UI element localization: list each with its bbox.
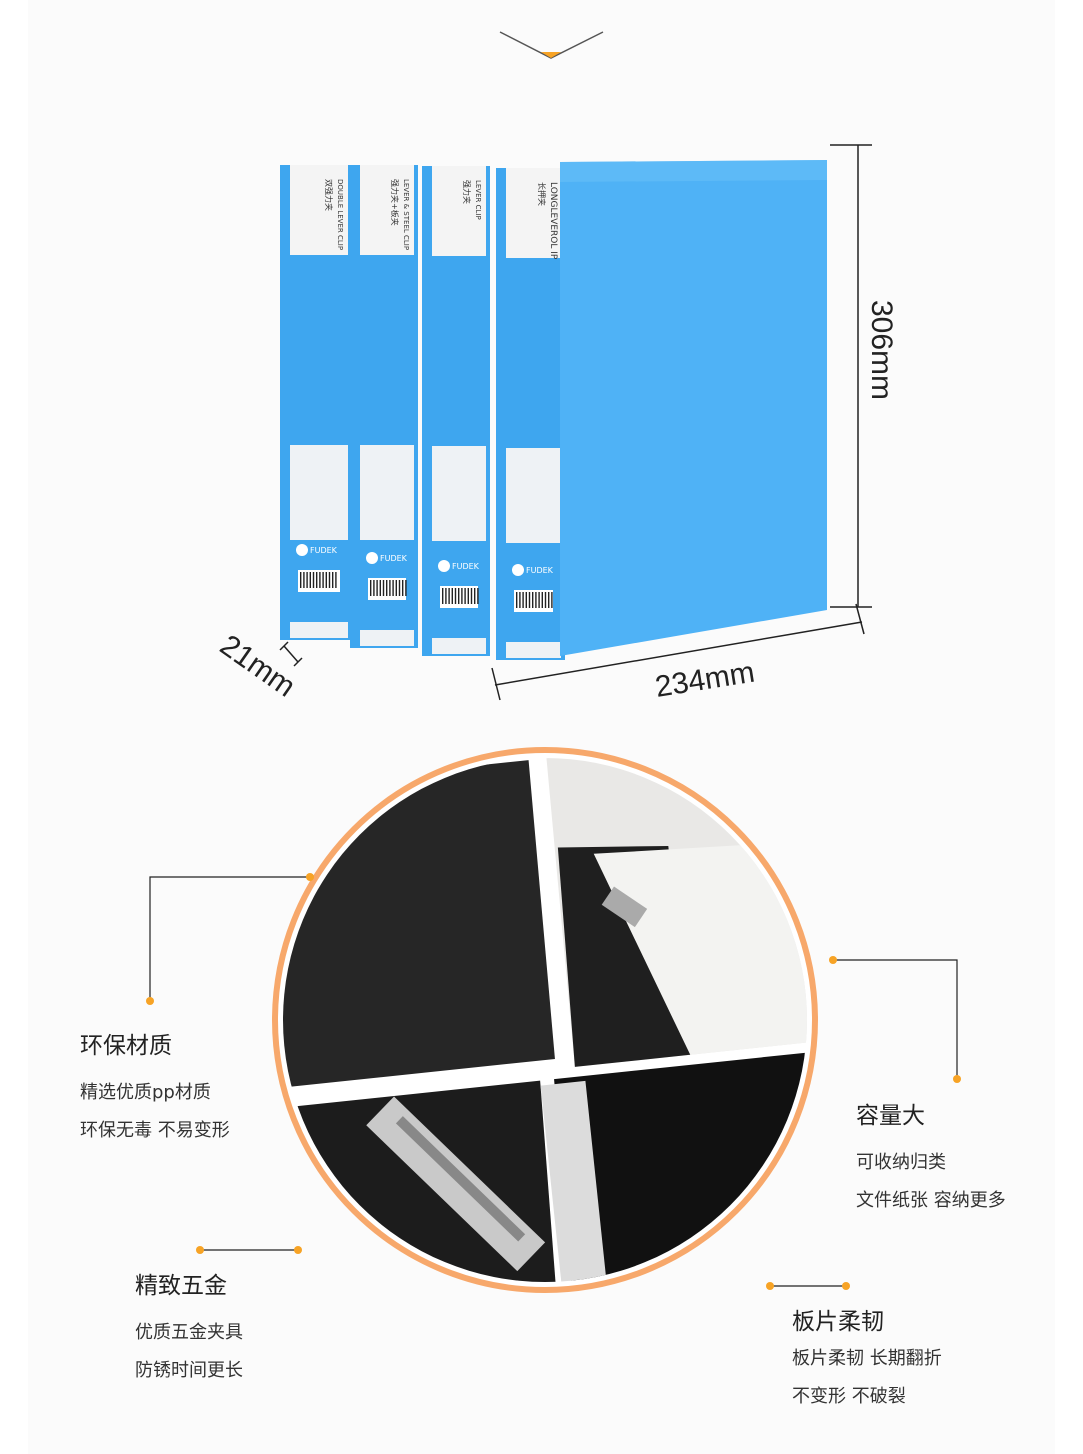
spine-title-en: DOUBLE LEVER CLIP — [336, 179, 344, 250]
spine-title-zh: 强力夹 — [462, 180, 472, 204]
feature-line: 可收纳归类 — [856, 1152, 946, 1173]
brand-logo — [296, 544, 308, 556]
feature-photos — [283, 758, 807, 1282]
feature-material: 环保材质 精选优质pp材质 环保无毒 不易变形 — [80, 1026, 230, 1150]
spine-index-card — [432, 446, 486, 541]
spine-title-zh: 强力夹+板夹 — [390, 179, 400, 226]
chevron-down-icon — [499, 31, 604, 59]
feature-hardware: 精致五金 优质五金夹具 防锈时间更长 — [135, 1266, 243, 1390]
feature-line: 不变形 不破裂 — [792, 1386, 906, 1407]
feature-flexibility: 板片柔韧 板片柔韧 长期翻折 不变形 不破裂 — [792, 1302, 942, 1416]
feature-title: 板片柔韧 — [792, 1309, 884, 1335]
spine-index-card — [360, 445, 414, 540]
spine-label — [506, 168, 561, 258]
feature-line: 精选优质pp材质 — [80, 1082, 211, 1103]
feature-line: 优质五金夹具 — [135, 1322, 243, 1343]
thickness-dimension — [279, 641, 303, 667]
spine-title-en: LONGLEVEROL IP — [548, 182, 558, 260]
spine-label — [360, 165, 414, 255]
binder-front-cover — [560, 160, 827, 656]
brand-name: FUDEK — [310, 546, 338, 555]
spine-title-en: LEVER CLIP — [474, 180, 482, 220]
connector-dots — [146, 873, 961, 1290]
feature-title: 精致五金 — [135, 1273, 227, 1299]
brand-name: FUDEK — [526, 566, 554, 575]
spine-label — [432, 166, 486, 256]
spine-index-card — [290, 445, 348, 540]
photo-material — [283, 760, 555, 1089]
brand-logo — [512, 564, 524, 576]
spine-index-card — [506, 448, 561, 543]
feature-capacity: 容量大 可收纳归类 文件纸张 容纳更多 — [856, 1096, 1006, 1220]
brand-logo — [366, 552, 378, 564]
feature-line: 环保无毒 不易变形 — [80, 1120, 230, 1141]
feature-connectors — [149, 876, 958, 1287]
feature-title: 环保材质 — [80, 1033, 172, 1059]
feature-line: 板片柔韧 长期翻折 — [792, 1348, 942, 1369]
feature-line: 文件纸张 容纳更多 — [856, 1190, 1006, 1211]
spine-label — [290, 165, 348, 255]
spine-title-zh: 长押夹 — [537, 182, 547, 206]
spine-title-en: LEVER & STEEL CLIP — [402, 179, 410, 250]
brand-name: FUDEK — [380, 554, 408, 563]
height-label: 306mm — [865, 300, 898, 400]
brand-name: FUDEK — [452, 562, 480, 571]
feature-title: 容量大 — [856, 1103, 925, 1129]
spine-title-zh: 双强力夹 — [324, 179, 334, 211]
brand-logo — [438, 560, 450, 572]
width-label: 234mm — [653, 656, 757, 704]
feature-line: 防锈时间更长 — [135, 1360, 243, 1381]
height-dimension — [830, 144, 872, 608]
width-dimension — [491, 603, 865, 701]
